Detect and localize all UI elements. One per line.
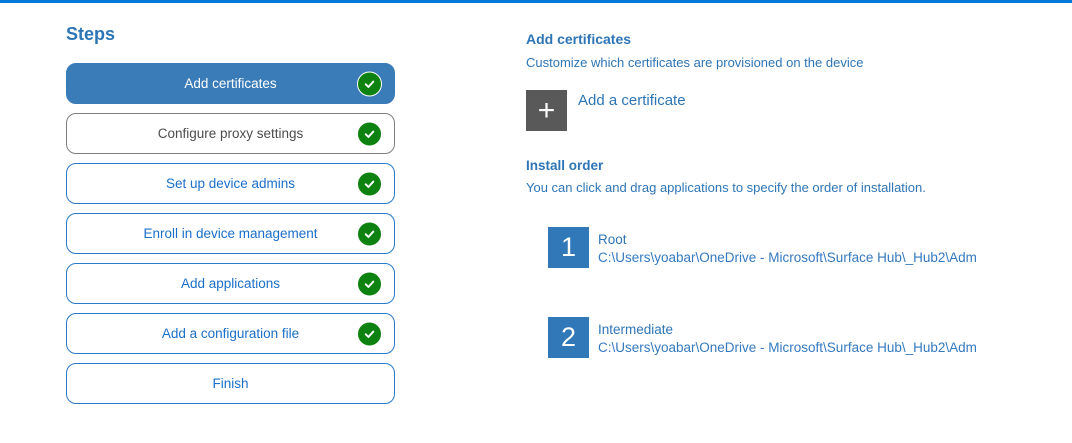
- install-order-description: You can click and drag applications to s…: [526, 180, 926, 195]
- check-circle-icon: [357, 171, 382, 196]
- certificate-path: C:\Users\yoabar\OneDrive - Microsoft\Sur…: [598, 250, 977, 265]
- step-label: Configure proxy settings: [157, 126, 304, 141]
- step-label: Enroll in device management: [143, 226, 318, 241]
- page-subtitle: Customize which certificates are provisi…: [526, 55, 864, 70]
- top-accent-bar: [0, 0, 1072, 3]
- install-order-number-badge: 1: [548, 227, 589, 268]
- step-label: Finish: [212, 376, 249, 391]
- check-circle-icon: [357, 321, 382, 346]
- step-finish[interactable]: Finish: [66, 363, 395, 404]
- install-order-number-badge: 2: [548, 317, 589, 358]
- step-add-applications[interactable]: Add applications: [66, 263, 395, 304]
- add-certificate-label[interactable]: Add a certificate: [578, 92, 686, 109]
- certificate-name: Root: [598, 232, 627, 247]
- step-set-up-device-admins[interactable]: Set up device admins: [66, 163, 395, 204]
- step-label: Set up device admins: [165, 176, 296, 191]
- install-order-item-intermediate[interactable]: 2 Intermediate C:\Users\yoabar\OneDrive …: [548, 317, 1068, 358]
- step-enroll-in-device-management[interactable]: Enroll in device management: [66, 213, 395, 254]
- check-circle-icon: [357, 271, 382, 296]
- step-label: Add certificates: [184, 76, 277, 91]
- steps-title: Steps: [66, 24, 116, 44]
- steps-list: Add certificates Configure proxy setting…: [66, 63, 395, 404]
- plus-icon: +: [537, 93, 556, 127]
- add-certificate-button[interactable]: +: [526, 90, 567, 131]
- install-order-item-root[interactable]: 1 Root C:\Users\yoabar\OneDrive - Micros…: [548, 227, 1068, 268]
- step-add-a-configuration-file[interactable]: Add a configuration file: [66, 313, 395, 354]
- step-configure-proxy-settings[interactable]: Configure proxy settings: [66, 113, 395, 154]
- certificate-info: Root C:\Users\yoabar\OneDrive - Microsof…: [598, 227, 977, 267]
- page-title: Add certificates: [526, 31, 632, 47]
- certificate-path: C:\Users\yoabar\OneDrive - Microsoft\Sur…: [598, 340, 977, 355]
- certificate-info: Intermediate C:\Users\yoabar\OneDrive - …: [598, 317, 977, 357]
- step-add-certificates[interactable]: Add certificates: [66, 63, 395, 104]
- step-label: Add applications: [180, 276, 281, 291]
- install-order-title: Install order: [526, 158, 604, 173]
- check-circle-icon: [357, 221, 382, 246]
- check-circle-icon: [357, 71, 382, 96]
- step-label: Add a configuration file: [161, 326, 300, 341]
- certificate-name: Intermediate: [598, 322, 674, 337]
- check-circle-icon: [357, 121, 382, 146]
